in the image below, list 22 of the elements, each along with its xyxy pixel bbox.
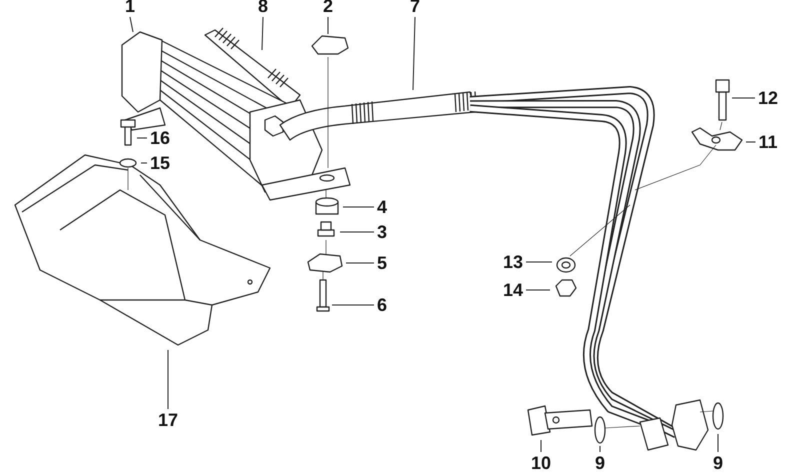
leader-line xyxy=(346,262,374,264)
leader-line xyxy=(140,162,148,164)
callout-number: 13 xyxy=(502,253,524,271)
callout-number: 16 xyxy=(150,129,170,147)
callout-number: 5 xyxy=(377,254,387,272)
leader-line xyxy=(130,16,134,32)
callout-number: 14 xyxy=(502,281,524,299)
callout-number: 10 xyxy=(530,454,552,472)
leader-line xyxy=(412,16,416,90)
callout-number: 3 xyxy=(377,223,387,241)
callout-number: 4 xyxy=(377,198,387,216)
callout-number: 12 xyxy=(758,89,778,107)
leader-line xyxy=(332,304,374,306)
leader-line xyxy=(540,440,542,452)
callout-number: 9 xyxy=(595,454,605,472)
callout-number: 9 xyxy=(713,454,723,472)
callout-number: 11 xyxy=(758,133,778,151)
callout-number: 6 xyxy=(377,296,387,314)
leader-line xyxy=(342,206,374,208)
callout-number: 17 xyxy=(158,411,178,429)
callout-number: 15 xyxy=(150,154,170,172)
leader-line xyxy=(262,16,264,50)
